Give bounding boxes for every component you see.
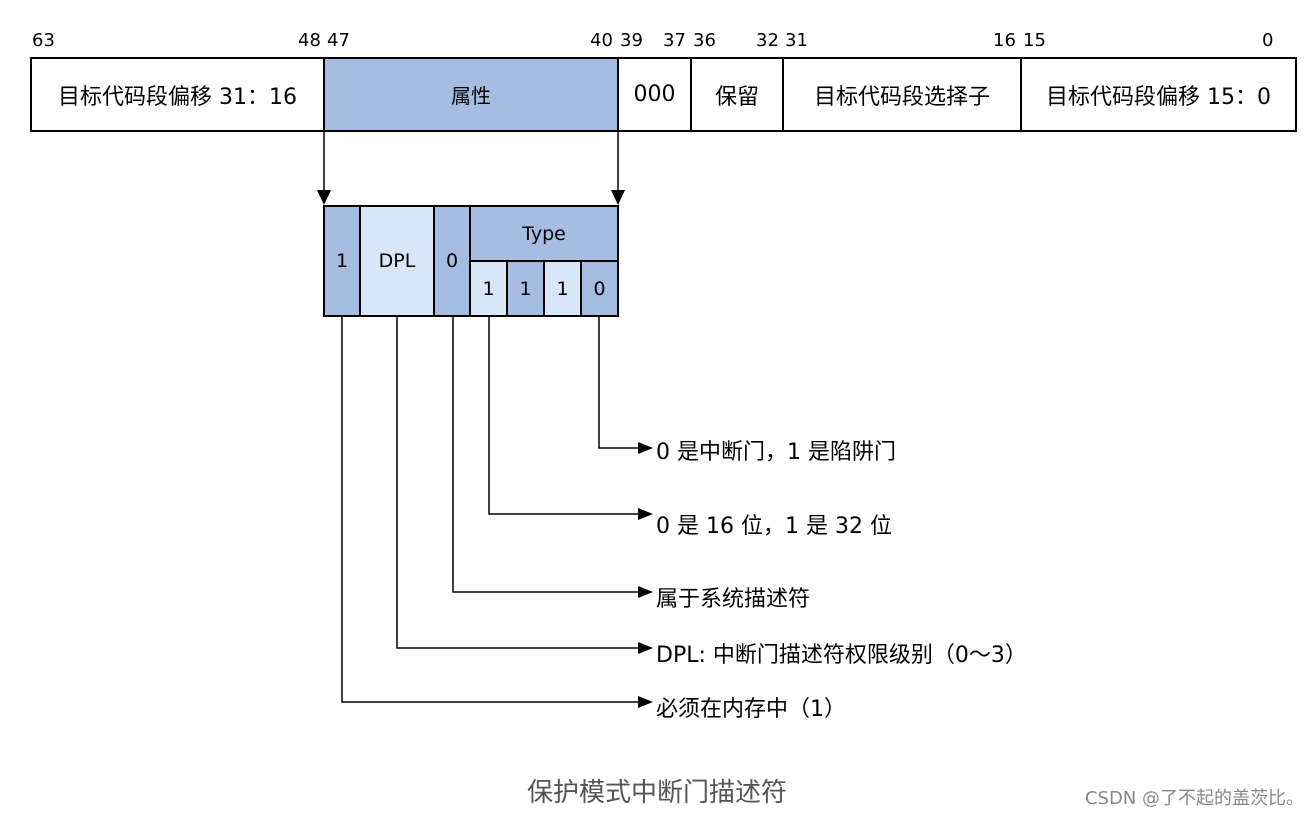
bit-0: 0 [1262, 30, 1274, 51]
figure-caption: 保护模式中断门描述符 [526, 778, 787, 808]
annotation-dpl: DPL: 中断门描述符权限级别（0～3） [656, 643, 1027, 668]
annotation-gate-type: 0 是中断门，1 是陷阱门 [656, 440, 896, 465]
dpl-field: DPL [359, 205, 435, 317]
bit-63: 63 [32, 30, 55, 51]
annotation-system-descriptor: 属于系统描述符 [656, 587, 811, 612]
bit-48: 48 [298, 30, 321, 51]
type-bit-3: 1 [469, 260, 508, 317]
annotation-present: 必须在内存中（1） [656, 697, 846, 722]
bit-31: 31 [785, 30, 808, 51]
bit-16: 16 [993, 30, 1016, 51]
bit-40: 40 [590, 30, 613, 51]
bit-36: 36 [693, 30, 716, 51]
annotation-size: 0 是 16 位，1 是 32 位 [656, 514, 892, 539]
offset-low-field: 目标代码段偏移 15：0 [1020, 57, 1297, 132]
bit-37: 37 [663, 30, 686, 51]
attributes-field: 属性 [323, 57, 619, 132]
selector-field: 目标代码段选择子 [782, 57, 1022, 132]
offset-high-field: 目标代码段偏移 31：16 [30, 57, 325, 132]
reserved-field: 保留 [690, 57, 784, 132]
type-label: Type [469, 205, 619, 262]
watermark: CSDN @了不起的盖茨比。 [1084, 788, 1304, 809]
bit-39: 39 [620, 30, 643, 51]
bit-15: 15 [1023, 30, 1046, 51]
type-bit-0: 0 [580, 260, 619, 317]
bit-32: 32 [756, 30, 779, 51]
bit-47: 47 [327, 30, 350, 51]
zero-bits-field: 000 [617, 57, 692, 132]
